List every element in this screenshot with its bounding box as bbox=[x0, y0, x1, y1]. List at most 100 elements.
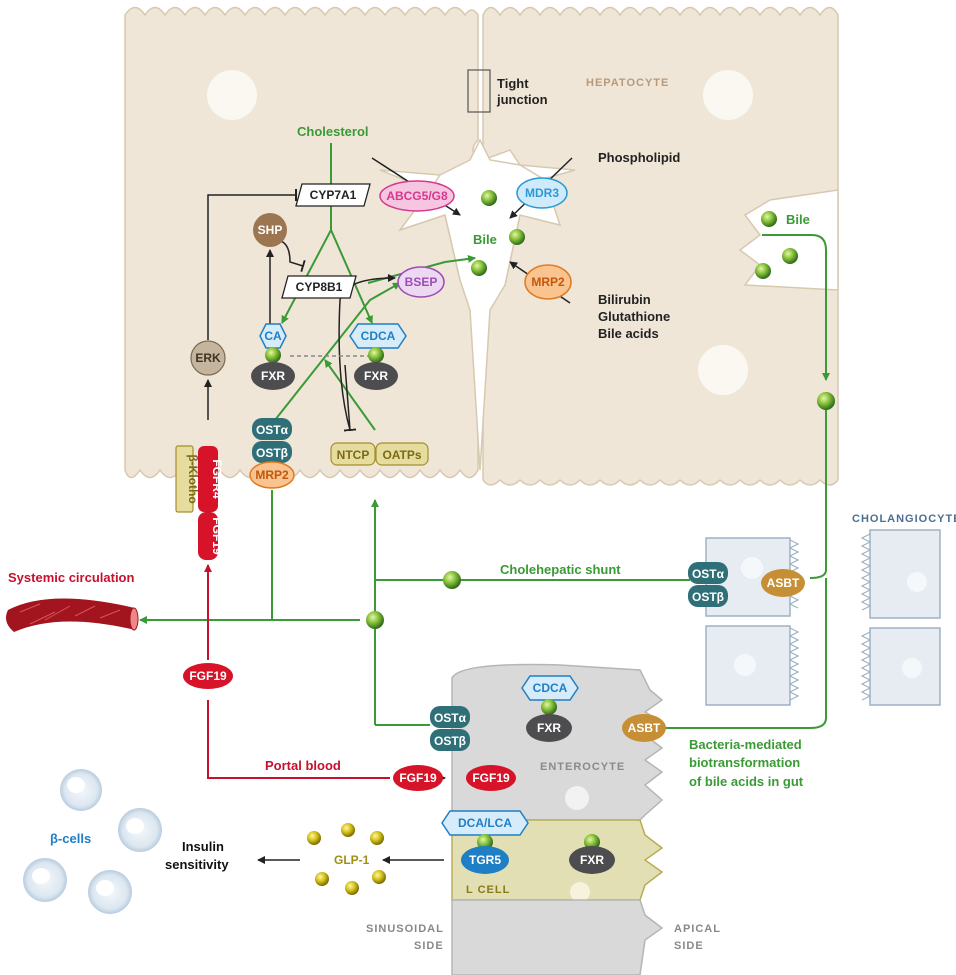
bile-acid-ball bbox=[481, 190, 497, 206]
ost-beta-chol-label: OSTβ bbox=[692, 590, 724, 604]
insulin-label-1: Insulin bbox=[182, 839, 224, 854]
systemic-circulation-label: Systemic circulation bbox=[8, 570, 134, 585]
mrp2-basolateral-label: MRP2 bbox=[255, 468, 289, 482]
hepatocyte-nucleus-2 bbox=[703, 70, 753, 120]
abcg5-g8-transporter bbox=[379, 180, 455, 212]
abcg5-g8-label: ABCG5/G8 bbox=[386, 189, 448, 203]
oatps-transporter bbox=[375, 442, 429, 466]
erk-label: ERK bbox=[195, 351, 221, 365]
fgf19-entero-2-label: FGF19 bbox=[472, 771, 510, 785]
cdca-entero-label: CDCA bbox=[533, 681, 568, 695]
cdca-liver-hexagon bbox=[349, 323, 407, 349]
bile-canaliculus bbox=[397, 138, 562, 471]
asbt-chol-label: ASBT bbox=[767, 576, 800, 590]
glutathione-label: Glutathione bbox=[598, 309, 670, 324]
phospholipid-label: Phospholipid bbox=[598, 150, 680, 165]
bile-acids-label: Bile acids bbox=[598, 326, 659, 341]
ost-beta-entero-label: OSTβ bbox=[434, 734, 466, 748]
bacteria-label-1: Bacteria-mediated bbox=[689, 737, 802, 752]
l-cell-label: L CELL bbox=[466, 884, 510, 896]
bile-acid-ball bbox=[265, 347, 281, 363]
bile-acid-ball bbox=[584, 834, 600, 850]
tight-junction-label-2: junction bbox=[496, 92, 548, 107]
sinusoidal-label-1: SINUSOIDAL bbox=[366, 923, 444, 935]
fgfr4-receptor bbox=[198, 446, 218, 512]
sinusoidal-label-2: SIDE bbox=[414, 940, 444, 952]
fxr-enterocyte bbox=[526, 714, 572, 742]
asbt-cholangiocyte bbox=[761, 569, 805, 597]
fxr-right-label: FXR bbox=[364, 369, 388, 383]
mrp2-apical-transporter bbox=[524, 264, 572, 300]
enterocyte-label: ENTEROCYTE bbox=[540, 761, 625, 773]
bilirubin-label: Bilirubin bbox=[598, 292, 651, 307]
bile-acid-ball bbox=[761, 211, 777, 227]
fxr-left-label: FXR bbox=[261, 369, 285, 383]
bile-center-label: Bile bbox=[473, 232, 497, 247]
bile-acid-ball bbox=[782, 248, 798, 264]
ost-beta-cholangiocyte bbox=[688, 585, 728, 607]
ntcp-transporter bbox=[330, 442, 376, 466]
beta-klotho bbox=[175, 445, 194, 513]
fxr-entero-label: FXR bbox=[537, 721, 561, 735]
hepatocyte-right bbox=[482, 6, 839, 486]
ost-beta-liver bbox=[252, 441, 292, 463]
ost-beta-enterocyte bbox=[430, 729, 470, 751]
erk-protein bbox=[190, 340, 226, 376]
bacteria-label-3: of bile acids in gut bbox=[689, 774, 804, 789]
bile-acid-ball bbox=[509, 229, 525, 245]
dca-lca-hexagon bbox=[441, 810, 529, 836]
cholesterol-label: Cholesterol bbox=[297, 124, 369, 139]
glp1-granules bbox=[307, 823, 386, 895]
fgf19-portal-label: FGF19 bbox=[189, 669, 227, 683]
cyp7a1-label: CYP7A1 bbox=[310, 188, 357, 202]
bile-acid-ball bbox=[366, 611, 384, 629]
ost-alpha-liver bbox=[252, 418, 292, 440]
beta-cells-label: β-cells bbox=[50, 831, 91, 846]
tight-junction-box bbox=[467, 69, 491, 113]
fxr-left bbox=[251, 362, 295, 390]
bile-acid-ball bbox=[443, 571, 461, 589]
cholangiocytes-label: CHOLANGIOCYTES bbox=[852, 513, 956, 525]
fgfr4-label: FGFR4 bbox=[210, 459, 224, 499]
bacteria-label-2: biotransformation bbox=[689, 755, 800, 770]
mdr3-label: MDR3 bbox=[525, 186, 559, 200]
shp-protein bbox=[253, 213, 287, 247]
red-pathways bbox=[204, 564, 444, 779]
bile-acid-ball bbox=[817, 392, 835, 410]
apical-label-1: APICAL bbox=[674, 923, 721, 935]
mrp2-apical-label: MRP2 bbox=[531, 275, 565, 289]
glp1-label: GLP-1 bbox=[334, 853, 370, 867]
mrp2-basolateral bbox=[249, 461, 295, 489]
asbt-entero-label: ASBT bbox=[628, 721, 661, 735]
fxr-lcell-label: FXR bbox=[580, 853, 604, 867]
hepatocyte-nucleus-1 bbox=[207, 70, 257, 120]
fgf19-entero-2 bbox=[466, 765, 516, 791]
fxr-right bbox=[354, 362, 398, 390]
fgf19-entero-1 bbox=[393, 765, 443, 791]
ca-hexagon bbox=[259, 323, 287, 349]
mdr3-transporter bbox=[516, 177, 568, 209]
bile-duct-label: Bile bbox=[786, 212, 810, 227]
bsep-transporter bbox=[397, 266, 445, 298]
ntcp-label: NTCP bbox=[337, 448, 370, 462]
bile-acid-ball bbox=[477, 834, 493, 850]
fxr-lcell bbox=[569, 846, 615, 874]
cyp8b1-enzyme bbox=[281, 275, 357, 299]
hepatocyte-left bbox=[124, 6, 479, 479]
ost-alpha-liver-label: OSTα bbox=[256, 423, 289, 437]
tgr5-receptor bbox=[461, 846, 509, 874]
cdca-entero-hexagon bbox=[521, 675, 579, 701]
hepatocyte-nucleus-3 bbox=[698, 345, 748, 395]
cyp7a1-enzyme bbox=[295, 183, 371, 207]
cdca-liver-label: CDCA bbox=[361, 329, 396, 343]
ost-alpha-entero-label: OSTα bbox=[434, 711, 467, 725]
ost-alpha-enterocyte bbox=[430, 706, 470, 728]
asbt-enterocyte bbox=[622, 714, 666, 742]
shp-label: SHP bbox=[258, 223, 283, 237]
tgr5-label: TGR5 bbox=[469, 853, 501, 867]
beta-cells bbox=[23, 769, 162, 914]
cholangiocyte-cells bbox=[705, 529, 941, 706]
portal-blood-label: Portal blood bbox=[265, 758, 341, 773]
fgf19-entero-1-label: FGF19 bbox=[399, 771, 437, 785]
hepatocyte-label: HEPATOCYTE bbox=[586, 77, 669, 89]
